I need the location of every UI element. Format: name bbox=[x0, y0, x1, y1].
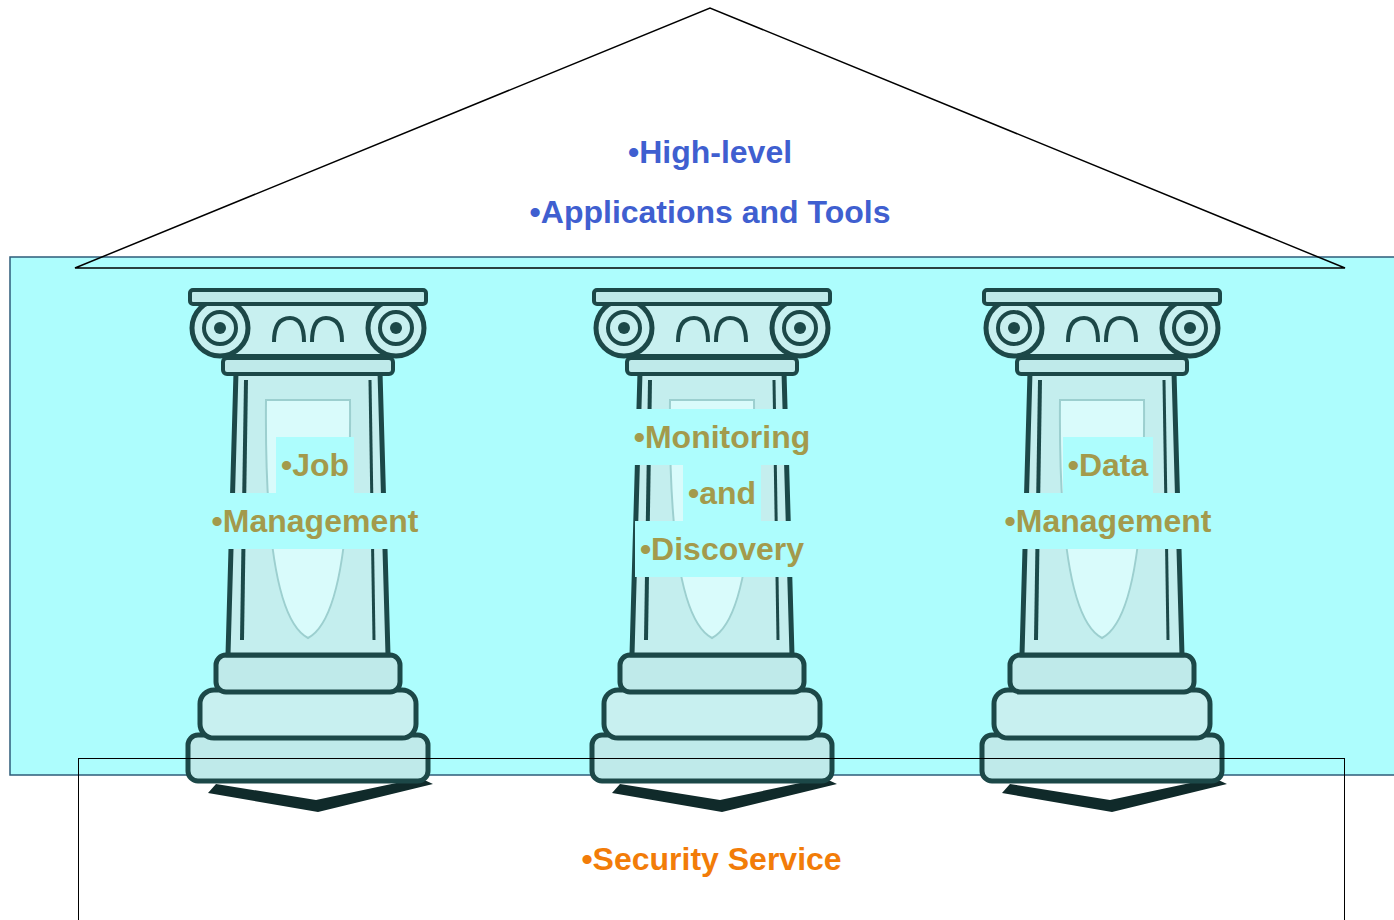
node-text: •Security Service bbox=[576, 831, 846, 887]
node-text: •Management bbox=[207, 493, 424, 549]
pillar-label: •Job•Management bbox=[170, 437, 460, 549]
pillar-drawing bbox=[188, 290, 433, 812]
node-text: •and bbox=[683, 465, 761, 521]
pillar-drawing bbox=[982, 290, 1227, 812]
roof-line bbox=[75, 8, 1345, 268]
pillar-drawing bbox=[592, 290, 837, 812]
node-text: •Data bbox=[1063, 437, 1154, 493]
pillar-label: •Monitoring•and•Discovery bbox=[572, 409, 872, 577]
node-text: •Applications and Tools bbox=[525, 182, 896, 242]
roof-triangle: •High-level•Applications and Tools bbox=[75, 8, 1345, 268]
node-text: •Job bbox=[276, 437, 354, 493]
node-text: •High-level bbox=[623, 122, 797, 182]
node-text: •Monitoring bbox=[629, 409, 815, 465]
node-text: •Discovery bbox=[635, 521, 809, 577]
node-text: •Management bbox=[1000, 493, 1217, 549]
foundation-box: •Security Service bbox=[78, 758, 1345, 920]
pillar-label: •Data•Management bbox=[963, 437, 1253, 549]
